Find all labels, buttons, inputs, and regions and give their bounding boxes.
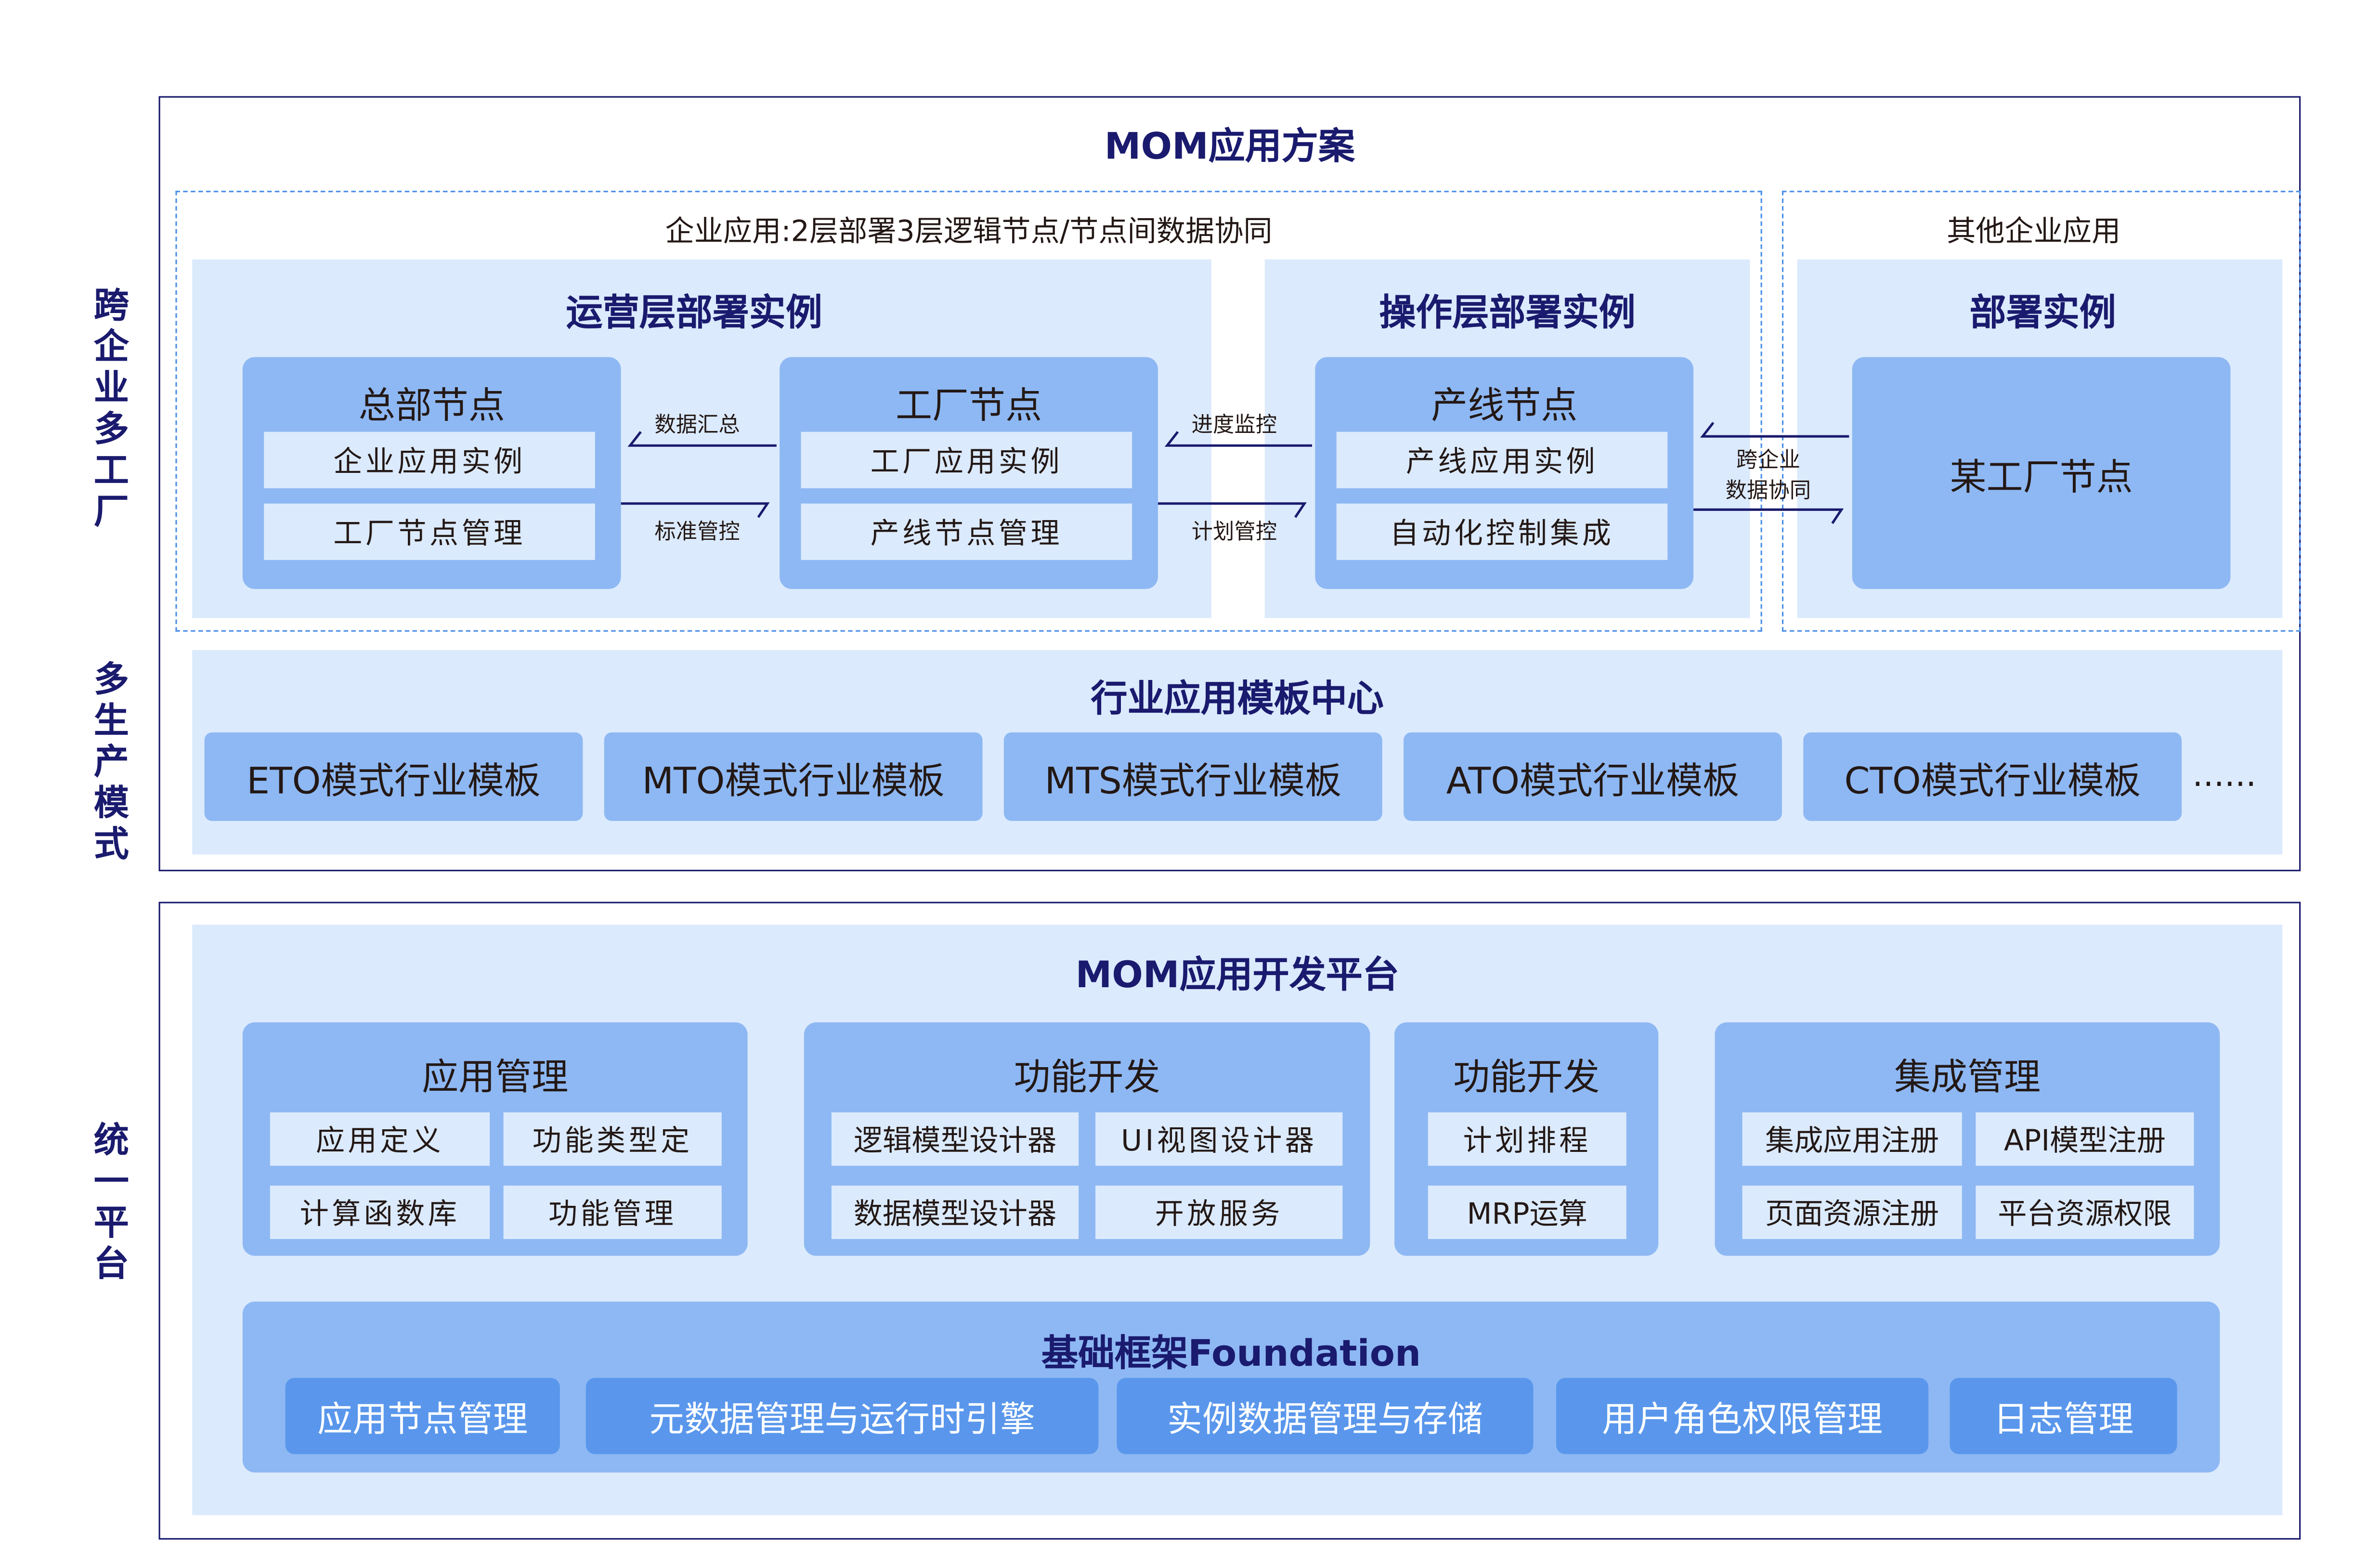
side-label-multi-mode: 多生产模式 [93, 661, 129, 865]
app-management-group: 应用管理 应用定义 功能类型定 计算函数库 功能管理 [242, 1022, 748, 1256]
enterprise-app-label: 企业应用:2层部署3层逻辑节点/节点间数据协同 [665, 215, 1273, 249]
page-resource-registry: 页面资源注册 [1742, 1186, 1962, 1239]
function-management: 功能管理 [503, 1186, 722, 1239]
flow-label: 标准管控 [654, 520, 740, 545]
platform-resource-permission: 平台资源权限 [1976, 1186, 2194, 1239]
flow-label: 跨企业 [1736, 448, 1800, 473]
flow-label: 数据协同 [1725, 479, 1811, 504]
dev-platform-section [158, 901, 2301, 1540]
other-factory-node: 某工厂节点 [1852, 357, 2231, 589]
line-node-item: 产线应用实例 [1336, 431, 1668, 488]
group-title: 集成管理 [1894, 1056, 2041, 1099]
factory-node-item: 工厂应用实例 [801, 431, 1132, 488]
arrow-cross-enterprise-in [1700, 422, 1849, 438]
group-title: 功能开发 [1014, 1056, 1160, 1099]
enterprise-app-group [175, 191, 1762, 632]
arrow-standard-control [621, 502, 770, 518]
function-dev-group: 功能开发 逻辑模型设计器 UI视图设计器 数据模型设计器 开放服务 [804, 1022, 1370, 1256]
deploy-title: 部署实例 [1969, 291, 2116, 334]
template-center-title: 行业应用模板中心 [1091, 677, 1384, 720]
ui-view-designer: UI视图设计器 [1095, 1112, 1343, 1166]
integration-app-registry: 集成应用注册 [1742, 1112, 1962, 1166]
line-node-title: 产线节点 [1431, 384, 1578, 428]
group-title: 功能开发 [1453, 1056, 1600, 1099]
solution-title: MOM应用方案 [1104, 125, 1355, 168]
template-eto[interactable]: ETO模式行业模板 [204, 732, 583, 821]
function-library: 计算函数库 [270, 1186, 490, 1239]
integration-group: 集成管理 集成应用注册 API模型注册 页面资源注册 平台资源权限 [1715, 1022, 2220, 1256]
template-mts[interactable]: MTS模式行业模板 [1003, 732, 1382, 821]
line-node: 产线节点 产线应用实例 自动化控制集成 [1315, 357, 1694, 589]
foundation-instance-data: 实例数据管理与存储 [1117, 1378, 1534, 1454]
template-cto[interactable]: CTO模式行业模板 [1803, 732, 2182, 821]
flow-label: 进度监控 [1191, 413, 1277, 438]
op-layer-title: 操作层部署实例 [1379, 291, 1636, 334]
api-model-registry: API模型注册 [1976, 1112, 2194, 1166]
group-title: 应用管理 [422, 1056, 569, 1099]
other-app-group [1782, 191, 2301, 632]
app-definition: 应用定义 [270, 1112, 490, 1166]
side-label-unified-platform: 统一平台 [93, 1121, 129, 1285]
open-services: 开放服务 [1095, 1186, 1343, 1239]
foundation-user-role-permission: 用户角色权限管理 [1556, 1378, 1929, 1454]
foundation-title: 基础框架Foundation [1041, 1332, 1421, 1375]
function-type: 功能类型定 [503, 1112, 722, 1166]
ops-layer-title: 运营层部署实例 [566, 291, 822, 334]
foundation-metadata-runtime: 元数据管理与运行时引擎 [585, 1378, 1099, 1454]
foundation-node-management: 应用节点管理 [285, 1378, 560, 1454]
logic-model-designer: 逻辑模型设计器 [831, 1112, 1079, 1166]
arrow-plan-control [1157, 502, 1307, 518]
hq-node-item: 工厂节点管理 [264, 503, 595, 560]
foundation-log-management: 日志管理 [1950, 1378, 2177, 1454]
scheduling: 计划排程 [1428, 1112, 1626, 1166]
arrow-cross-enterprise-out [1693, 508, 1844, 524]
line-node-item: 自动化控制集成 [1336, 503, 1668, 560]
function-dev-group-2: 功能开发 计划排程 MRP运算 [1394, 1022, 1659, 1256]
other-app-label: 其他企业应用 [1947, 215, 2121, 249]
arrow-data-summary [627, 431, 777, 447]
hq-node: 总部节点 企业应用实例 工厂节点管理 [242, 357, 621, 589]
mrp-calculation: MRP运算 [1428, 1186, 1626, 1239]
factory-node: 工厂节点 工厂应用实例 产线节点管理 [780, 357, 1158, 589]
factory-node-item: 产线节点管理 [801, 503, 1132, 560]
arrow-progress-monitor [1164, 431, 1312, 447]
hq-node-title: 总部节点 [358, 384, 505, 428]
data-model-designer: 数据模型设计器 [831, 1186, 1079, 1239]
dev-platform-title: MOM应用开发平台 [1075, 953, 1399, 997]
factory-node-title: 工厂节点 [895, 384, 1042, 428]
template-mto[interactable]: MTO模式行业模板 [604, 732, 983, 821]
side-label-multi-factory: 跨企业多工厂 [93, 287, 129, 533]
template-ato[interactable]: ATO模式行业模板 [1404, 732, 1782, 821]
more-templates: ...... [2192, 757, 2257, 795]
flow-label: 数据汇总 [654, 413, 740, 438]
hq-node-item: 企业应用实例 [264, 431, 595, 488]
flow-label: 计划管控 [1191, 520, 1277, 545]
